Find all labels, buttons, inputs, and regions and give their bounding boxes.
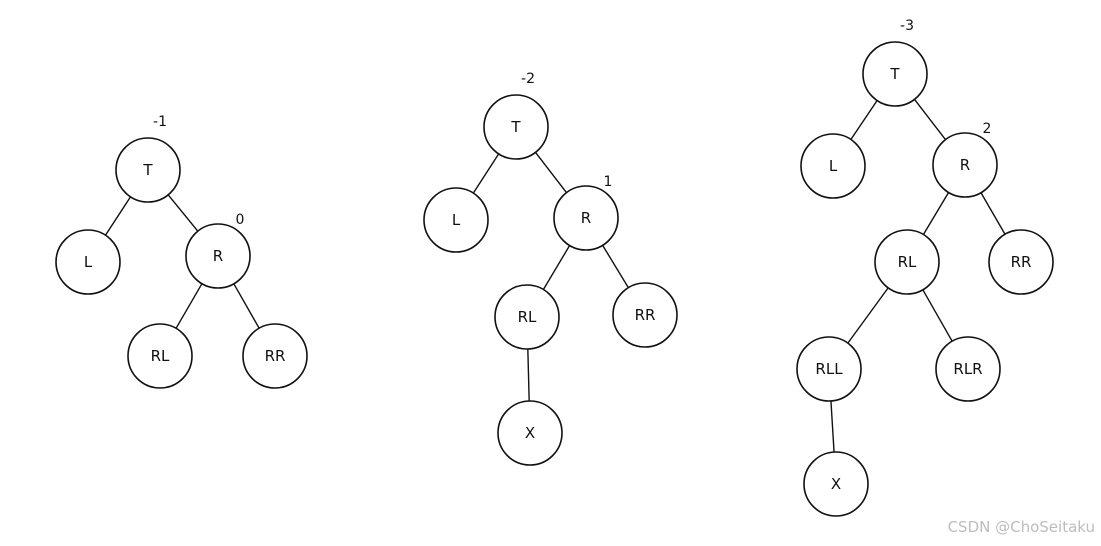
node-label: L <box>452 211 461 229</box>
edge-t-r <box>912 97 948 142</box>
watermark: CSDN @ChoSeitaku <box>947 518 1095 536</box>
node-circle <box>612 282 678 348</box>
node-r: R2 <box>932 121 998 198</box>
node-label: L <box>829 157 838 175</box>
balance-factor-label: -3 <box>900 18 914 34</box>
node-circle <box>55 229 121 295</box>
node-circle <box>874 229 940 295</box>
node-x: X <box>803 451 869 517</box>
node-circle <box>803 451 869 517</box>
balance-factor-label: 2 <box>983 121 992 137</box>
edge-r-rl <box>921 190 951 237</box>
edge-r-rr <box>600 242 631 291</box>
node-x: X <box>497 400 563 466</box>
node-circle <box>935 336 1001 402</box>
balance-factor-label: 0 <box>236 212 245 228</box>
edge-r-rl <box>174 281 204 331</box>
node-rlr: RLR <box>935 336 1001 402</box>
edge-t-l <box>103 194 133 238</box>
node-circle <box>932 132 998 198</box>
node-rr: RR <box>612 282 678 348</box>
node-circle <box>988 229 1054 295</box>
node-l: L <box>55 229 121 295</box>
node-rll: RLL <box>796 336 862 402</box>
node-rl: RL <box>127 323 193 389</box>
node-circle <box>423 187 489 253</box>
node-l: L <box>800 133 866 199</box>
edge-rl-x <box>527 346 530 404</box>
node-label: T <box>889 65 900 83</box>
node-r: R0 <box>185 212 251 289</box>
edge-r-rr <box>232 281 261 331</box>
node-label: RR <box>1011 253 1032 271</box>
edge-rl-rll <box>845 285 891 346</box>
node-label: T <box>510 118 521 136</box>
edge-t-l <box>471 151 501 196</box>
node-circle <box>185 223 251 289</box>
edge-rll-x <box>830 398 835 455</box>
edge-r-rl <box>541 243 572 292</box>
node-rr: RR <box>242 323 308 389</box>
node-label: RR <box>635 306 656 324</box>
node-label: RR <box>265 347 286 365</box>
balance-factor-label: 1 <box>604 174 613 190</box>
node-circle <box>242 323 308 389</box>
edge-rl-rlr <box>921 287 954 344</box>
node-label: L <box>84 253 93 271</box>
node-rl: RL <box>494 284 560 350</box>
node-label: RL <box>518 308 537 326</box>
node-t: T -2 <box>483 71 549 160</box>
node-circle <box>800 133 866 199</box>
node-label: X <box>525 424 535 442</box>
node-circle <box>497 400 563 466</box>
edge-r-rr <box>979 190 1007 237</box>
node-circle <box>553 185 619 251</box>
node-label: T <box>142 161 153 179</box>
node-l: L <box>423 187 489 253</box>
node-circle <box>483 94 549 160</box>
node-label: RLR <box>953 360 982 378</box>
node-t: T -1 <box>115 114 181 203</box>
edge-t-r <box>166 192 200 234</box>
node-label: RLL <box>815 360 843 378</box>
node-r: R1 <box>553 174 619 251</box>
edge-t-l <box>849 98 879 142</box>
node-t: T -3 <box>862 18 928 107</box>
node-rr: RR <box>988 229 1054 295</box>
node-circle <box>494 284 560 350</box>
node-label: RL <box>151 347 170 365</box>
balance-factor-label: -2 <box>521 71 535 87</box>
node-circle <box>127 323 193 389</box>
node-label: R <box>581 209 591 227</box>
node-rl: RL <box>874 229 940 295</box>
balance-factor-label: -1 <box>153 114 167 130</box>
node-label: RL <box>898 253 917 271</box>
edge-t-r <box>533 150 569 195</box>
node-circle <box>115 137 181 203</box>
node-label: R <box>213 247 223 265</box>
node-circle <box>796 336 862 402</box>
node-label: R <box>960 156 970 174</box>
node-label: X <box>831 475 841 493</box>
node-circle <box>862 41 928 107</box>
